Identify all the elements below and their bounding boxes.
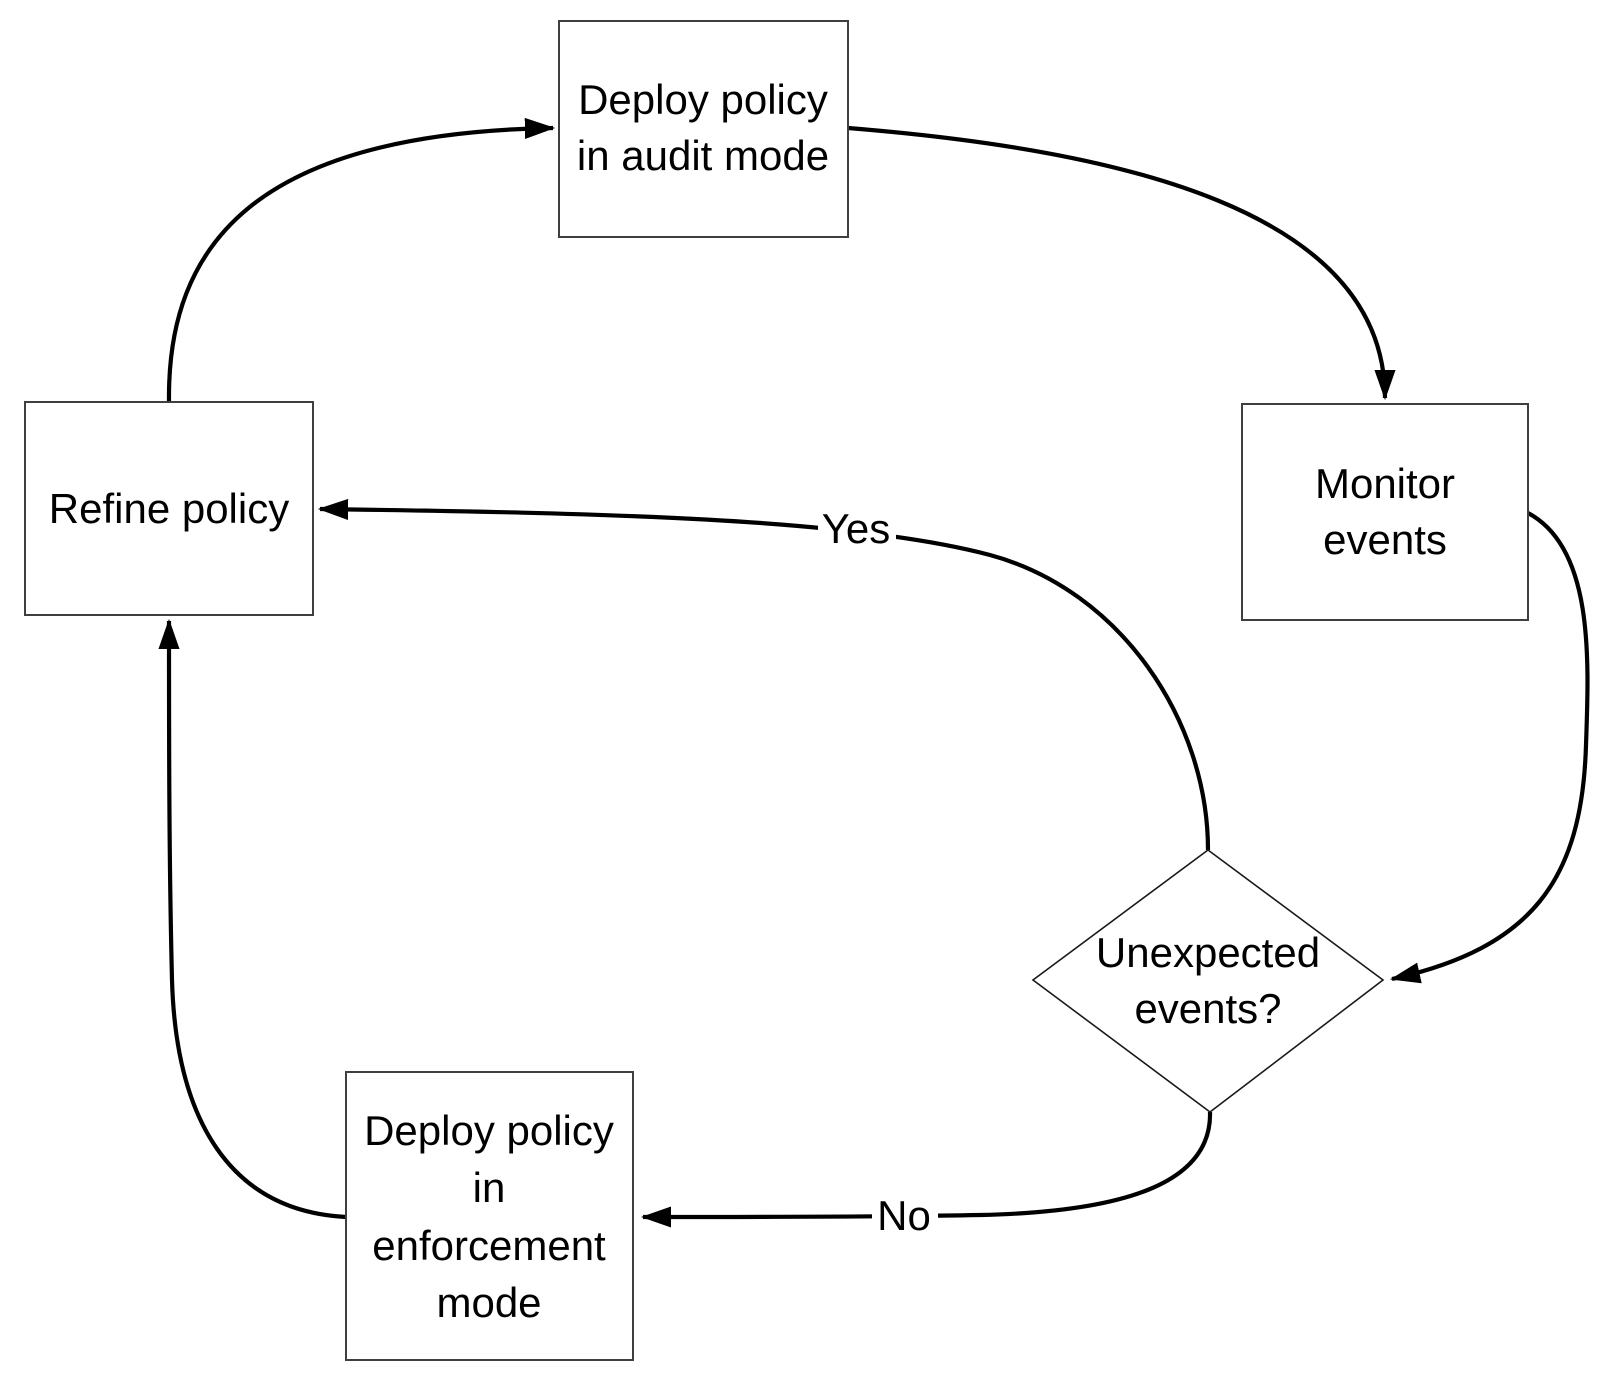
edge-label-yes: Yes [822,505,891,552]
edge-decision-to-refine-yes [317,498,1211,851]
edge-audit-to-monitor [847,125,1396,401]
node-deploy-enforce: Deploy policy in enforcement mode [345,1071,634,1361]
node-deploy-audit-box [558,20,849,238]
node-deploy-audit: Deploy policy in audit mode [558,20,849,238]
node-monitor-events-label-line1: Monitor [1315,460,1455,507]
node-deploy-audit-label-line1: Deploy policy [578,76,828,123]
node-monitor-events-box [1241,403,1529,621]
edge-label-no-mask [872,1188,938,1240]
node-deploy-enforce-box [345,1071,634,1361]
edge-label-yes-mask [818,498,896,552]
node-deploy-enforce-label-line4: mode [436,1279,541,1326]
edge-decision-to-enforce-no [640,1111,1213,1228]
node-decision-label-line1: Unexpected [1096,929,1320,976]
edge-monitor-to-decision [1389,511,1590,984]
node-decision-diamond [1031,849,1385,1114]
node-deploy-enforce-label-line2: in [473,1164,506,1211]
node-monitor-events-label-line2: events [1323,516,1447,563]
edge-enforce-to-refine [158,618,347,1220]
node-decision-unexpected-events: Unexpected events? [1031,849,1385,1114]
node-deploy-enforce-label-line1: Deploy policy [364,1107,614,1154]
node-decision-label-line2: events? [1134,985,1281,1032]
node-deploy-enforce-label-line3: enforcement [372,1222,606,1269]
node-monitor-events: Monitor events [1241,403,1529,621]
node-deploy-audit-label-line2: in audit mode [577,132,829,179]
edge-label-no: No [877,1192,931,1239]
node-refine-policy: Refine policy [24,401,314,616]
node-refine-policy-label: Refine policy [49,485,289,532]
edge-refine-to-audit [166,117,556,403]
node-refine-policy-box [24,401,314,616]
